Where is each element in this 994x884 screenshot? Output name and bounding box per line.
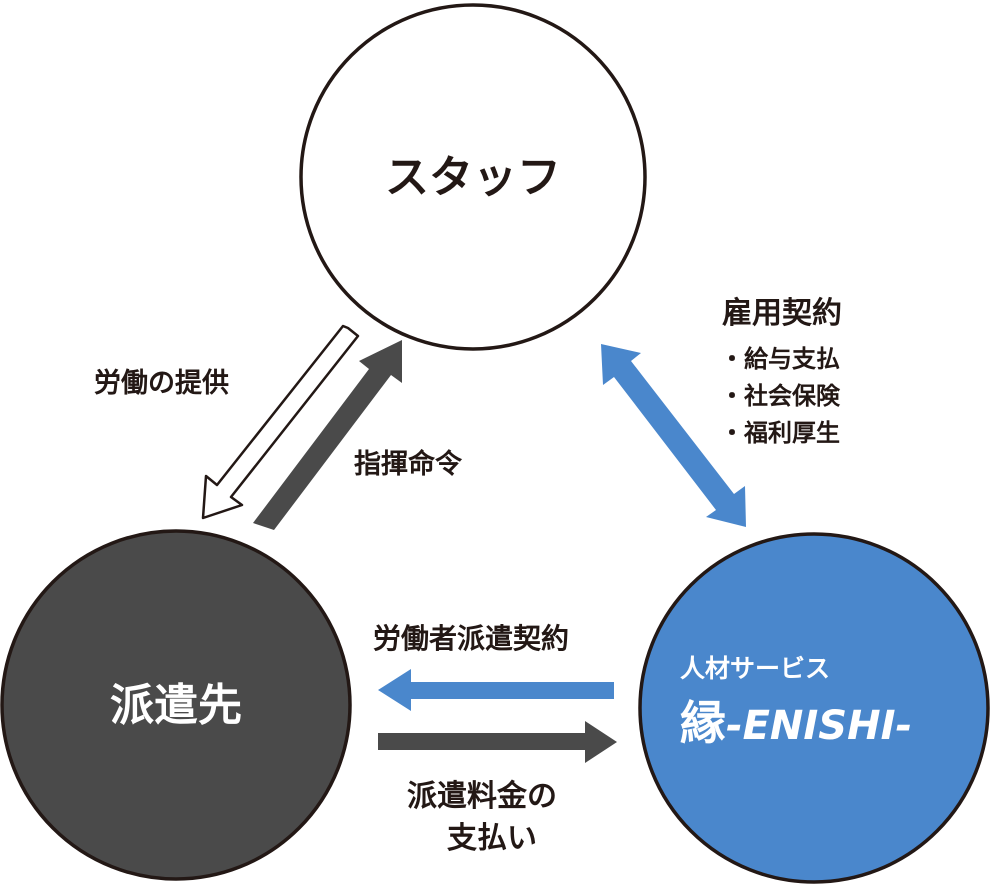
command-arrow (253, 340, 402, 530)
client-label: 派遣先 (110, 680, 242, 731)
dispatch-contract-label: 労働者派遣契約 (373, 622, 570, 655)
client-node (0, 529, 352, 881)
staff-node (299, 3, 647, 351)
command-label: 指揮命令 (354, 449, 462, 480)
agency-name: 縁-ENISHI- (680, 700, 912, 746)
employment-item-welfare: ・福利厚生 (720, 419, 840, 447)
agency-node (638, 532, 990, 884)
labor-provision-arrow (201, 324, 360, 520)
dispatch-contract-arrow (378, 669, 614, 711)
payment-arrow (378, 721, 617, 763)
agency-subtitle: 人材サービス (680, 654, 831, 683)
staff-label: スタッフ (385, 152, 561, 203)
labor-provision-label: 労働の提供 (94, 368, 229, 399)
payment-label-line1: 派遣料金の (407, 779, 557, 814)
agency-kanji: 縁 (680, 696, 726, 750)
payment-label-line2: 支払い (447, 821, 537, 856)
employment-item-insurance: ・社会保険 (720, 382, 840, 410)
employment-item-salary: ・給与支払 (720, 345, 840, 373)
agency-romaji: -ENISHI- (726, 703, 913, 749)
employment-label: 雇用契約 (722, 296, 842, 331)
employment-arrow (601, 344, 746, 527)
